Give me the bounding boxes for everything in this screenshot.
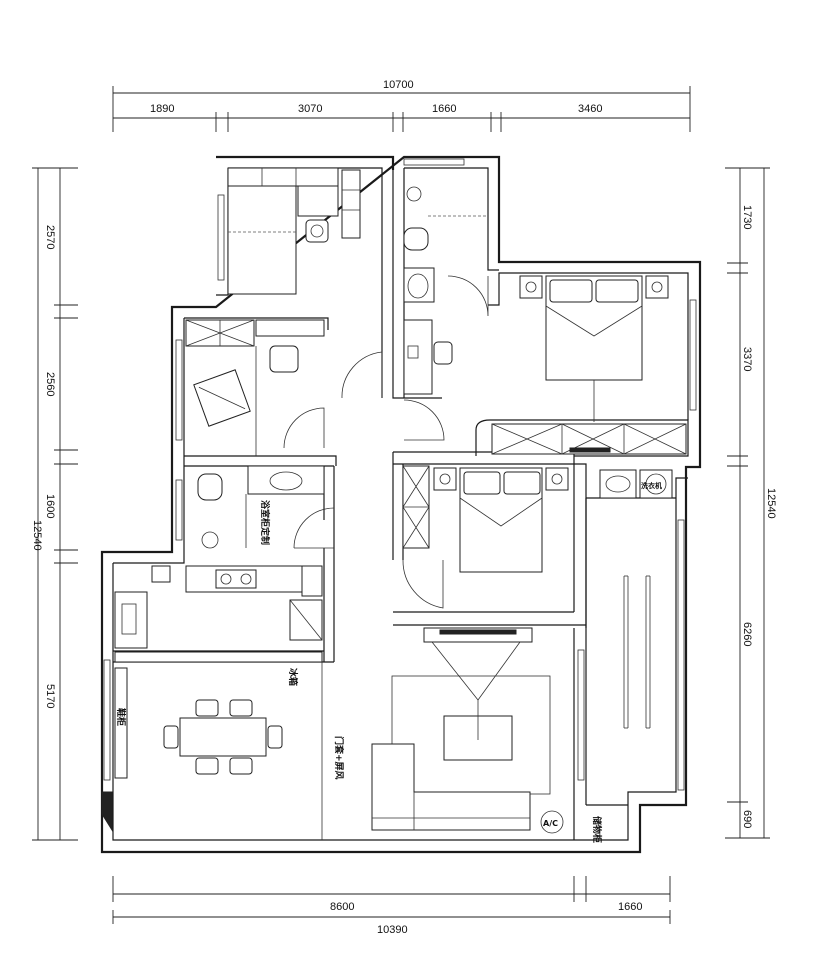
main-toilet [403, 227, 429, 251]
balcony-basin [599, 469, 637, 499]
storage-label: 储物柜 [591, 816, 603, 843]
single-bed [227, 185, 297, 295]
ac-unit [540, 810, 564, 834]
desk [297, 185, 339, 217]
right-dimensions: 12540 1730 3370 6260 690 [725, 167, 777, 839]
dining-chair [267, 725, 283, 749]
dining-chair [195, 699, 219, 717]
wardrobe-top [227, 167, 339, 187]
living-room: A/C [371, 627, 564, 834]
main-bath [403, 186, 489, 395]
bottom-dimensions: 8600 1660 10390 [112, 876, 671, 936]
study-chair [269, 345, 299, 373]
second-bedroom [402, 465, 569, 573]
top-dim-4: 3460 [578, 103, 602, 115]
top-dim-1: 1890 [150, 103, 174, 115]
vanity [247, 465, 325, 495]
kitchen-counter-left [114, 591, 148, 649]
master-bedroom [491, 275, 687, 455]
left-total-dim: 12540 [31, 520, 43, 551]
dining-chair [229, 757, 253, 775]
right-total-dim: 12540 [765, 488, 777, 519]
nightstand-right [645, 275, 669, 299]
dining: 鞋柜 门套+屏风 [101, 662, 345, 840]
top-bedroom [227, 167, 361, 295]
windows [103, 158, 697, 791]
sofa [371, 743, 531, 831]
nightstand-b2-left [433, 467, 457, 491]
tv [439, 629, 517, 635]
balcony: 洗衣机 储物柜 [591, 469, 673, 843]
right-dim-2: 3370 [741, 347, 753, 371]
chair [305, 219, 329, 243]
toilet [197, 473, 223, 501]
left-dim-3: 1600 [44, 494, 56, 518]
bottom-dim-2: 1660 [618, 901, 642, 913]
dining-chair [229, 699, 253, 717]
hall-doors [283, 351, 445, 609]
nightstand-b2-right [545, 467, 569, 491]
master-tv [569, 447, 611, 453]
pillow [503, 471, 541, 495]
bathroom-cabinet-label: 浴室柜定制 [259, 500, 271, 545]
shelf-unit [341, 169, 361, 239]
top-total-dim: 10700 [383, 79, 414, 91]
study [185, 319, 325, 456]
right-dim-3: 6260 [741, 622, 753, 646]
right-dim-4: 690 [741, 810, 753, 828]
left-dim-1: 2570 [44, 225, 56, 249]
pillow [463, 471, 501, 495]
pillow [595, 279, 639, 303]
pillow [549, 279, 593, 303]
bath-stool [433, 341, 453, 365]
tall-cabinet [301, 565, 323, 597]
dining-chair [195, 757, 219, 775]
stove [215, 569, 257, 589]
guest-bath: 浴室柜定制 [197, 465, 335, 549]
top-dim-3: 1660 [432, 103, 456, 115]
nightstand-left [519, 275, 543, 299]
dining-table [179, 717, 267, 757]
study-desk [255, 319, 325, 337]
main-basin [403, 267, 435, 303]
top-dim-2: 3070 [298, 103, 322, 115]
left-dim-2: 2560 [44, 372, 56, 396]
bottom-dim-1: 8600 [330, 901, 354, 913]
right-dim-1: 1730 [741, 205, 753, 229]
washing-machine [639, 469, 673, 499]
ac-label: A/C [543, 819, 558, 828]
dining-sideboard [114, 651, 323, 663]
kitchen: 冰箱 [114, 565, 323, 686]
left-dim-4: 5170 [44, 684, 56, 708]
shoe-cabinet-label: 鞋柜 [115, 708, 127, 726]
dining-chair [163, 725, 179, 749]
shoe-cabinet [114, 667, 128, 779]
entry-label: 门套+屏风 [333, 736, 345, 780]
entry-door-marker [101, 791, 113, 832]
gas-meter [151, 565, 171, 583]
left-dimensions: 12540 2570 2560 1600 5170 [31, 167, 78, 841]
fridge-label: 冰箱 [287, 668, 299, 686]
bottom-total-dim: 10390 [377, 924, 408, 936]
top-dimensions: 10700 1890 3070 1660 3460 [112, 79, 691, 132]
washer-label: 洗衣机 [641, 481, 662, 490]
